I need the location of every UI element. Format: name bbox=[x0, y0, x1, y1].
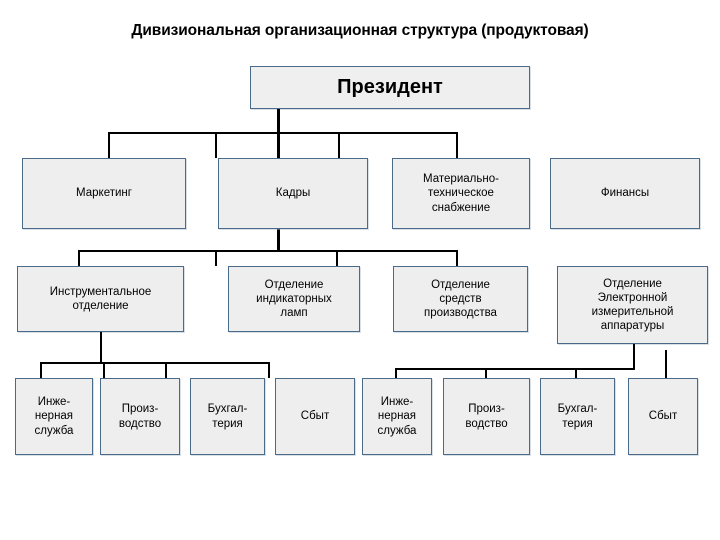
node-marketing-label: Маркетинг bbox=[76, 187, 132, 200]
node-finance-label: Финансы bbox=[600, 187, 650, 200]
connector-level2-drop-1 bbox=[78, 250, 80, 266]
node-indicator-lamps-division[interactable]: Отделение индикаторных ламп bbox=[228, 266, 360, 332]
node-accounting-1-label: Бухгал- терия bbox=[207, 403, 248, 430]
node-sales-1-label: Сбыт bbox=[300, 410, 330, 423]
node-accounting-2-label: Бухгал- терия bbox=[557, 403, 598, 430]
connector-level3-right-drop-4 bbox=[665, 350, 667, 378]
node-engineering-service-1-label: Инже- нерная служба bbox=[34, 396, 74, 437]
node-finance[interactable]: Финансы bbox=[550, 158, 700, 229]
node-production-2[interactable]: Произ- водство bbox=[443, 378, 530, 455]
connector-level2-bar bbox=[78, 250, 458, 252]
connector-level3-right-bar bbox=[395, 368, 635, 370]
connector-level3-left-drop-1 bbox=[40, 362, 42, 378]
node-hr-label: Кадры bbox=[275, 187, 311, 200]
connector-level2-drop-4 bbox=[456, 250, 458, 266]
connector-level1-bar bbox=[108, 132, 458, 134]
node-sales-1[interactable]: Сбыт bbox=[275, 378, 355, 455]
node-engineering-service-2-label: Инже- нерная служба bbox=[377, 396, 417, 437]
node-production-1[interactable]: Произ- водство bbox=[100, 378, 180, 455]
connector-level3-left-drop-2 bbox=[103, 362, 105, 378]
chart-title: Дивизиональная организационная структура… bbox=[131, 22, 589, 39]
node-accounting-1[interactable]: Бухгал- терия bbox=[190, 378, 265, 455]
node-tool-division[interactable]: Инструментальное отделение bbox=[17, 266, 184, 332]
node-president[interactable]: Президент bbox=[250, 66, 530, 109]
node-tool-division-label: Инструментальное отделение bbox=[49, 285, 152, 312]
connector-level2-drop-3 bbox=[336, 250, 338, 266]
connector-level3-right-stem bbox=[633, 344, 635, 369]
node-indicator-lamps-division-label: Отделение индикаторных ламп bbox=[256, 278, 332, 319]
node-marketing[interactable]: Маркетинг bbox=[22, 158, 186, 229]
node-production-1-label: Произ- водство bbox=[118, 403, 162, 430]
node-accounting-2[interactable]: Бухгал- терия bbox=[540, 378, 615, 455]
connector-level3-right-drop-1 bbox=[395, 368, 397, 378]
connector-level3-left-drop-4 bbox=[268, 362, 270, 378]
node-electronic-measuring-division-label: Отделение Электронной измерительной аппа… bbox=[591, 277, 674, 333]
node-president-label: Президент bbox=[337, 76, 443, 99]
node-production-2-label: Произ- водство bbox=[465, 403, 508, 430]
node-sales-2[interactable]: Сбыт bbox=[628, 378, 698, 455]
connector-level1-drop-2 bbox=[215, 132, 217, 158]
connector-level1-drop-3 bbox=[338, 132, 340, 158]
node-supply-label: Материально- техническое снабжение bbox=[423, 173, 499, 214]
node-hr[interactable]: Кадры bbox=[218, 158, 368, 229]
connector-level3-left-bar bbox=[40, 362, 270, 364]
node-electronic-measuring-division[interactable]: Отделение Электронной измерительной аппа… bbox=[557, 266, 708, 344]
connector-level2-drop-2 bbox=[215, 250, 217, 266]
connector-level1-drop-4 bbox=[456, 132, 458, 158]
node-engineering-service-1[interactable]: Инже- нерная служба bbox=[15, 378, 93, 455]
node-production-means-division-label: Отделение средств производства bbox=[424, 278, 497, 319]
connector-level3-right-drop-2 bbox=[485, 368, 487, 378]
connector-level3-right-drop-3 bbox=[575, 368, 577, 378]
node-sales-2-label: Сбыт bbox=[648, 410, 678, 423]
connector-level3-left-stem bbox=[100, 332, 102, 363]
node-supply[interactable]: Материально- техническое снабжение bbox=[392, 158, 530, 229]
node-engineering-service-2[interactable]: Инже- нерная служба bbox=[362, 378, 432, 455]
connector-level3-left-drop-3 bbox=[165, 362, 167, 378]
node-production-means-division[interactable]: Отделение средств производства bbox=[393, 266, 528, 332]
connector-level1-drop-1 bbox=[108, 132, 110, 158]
